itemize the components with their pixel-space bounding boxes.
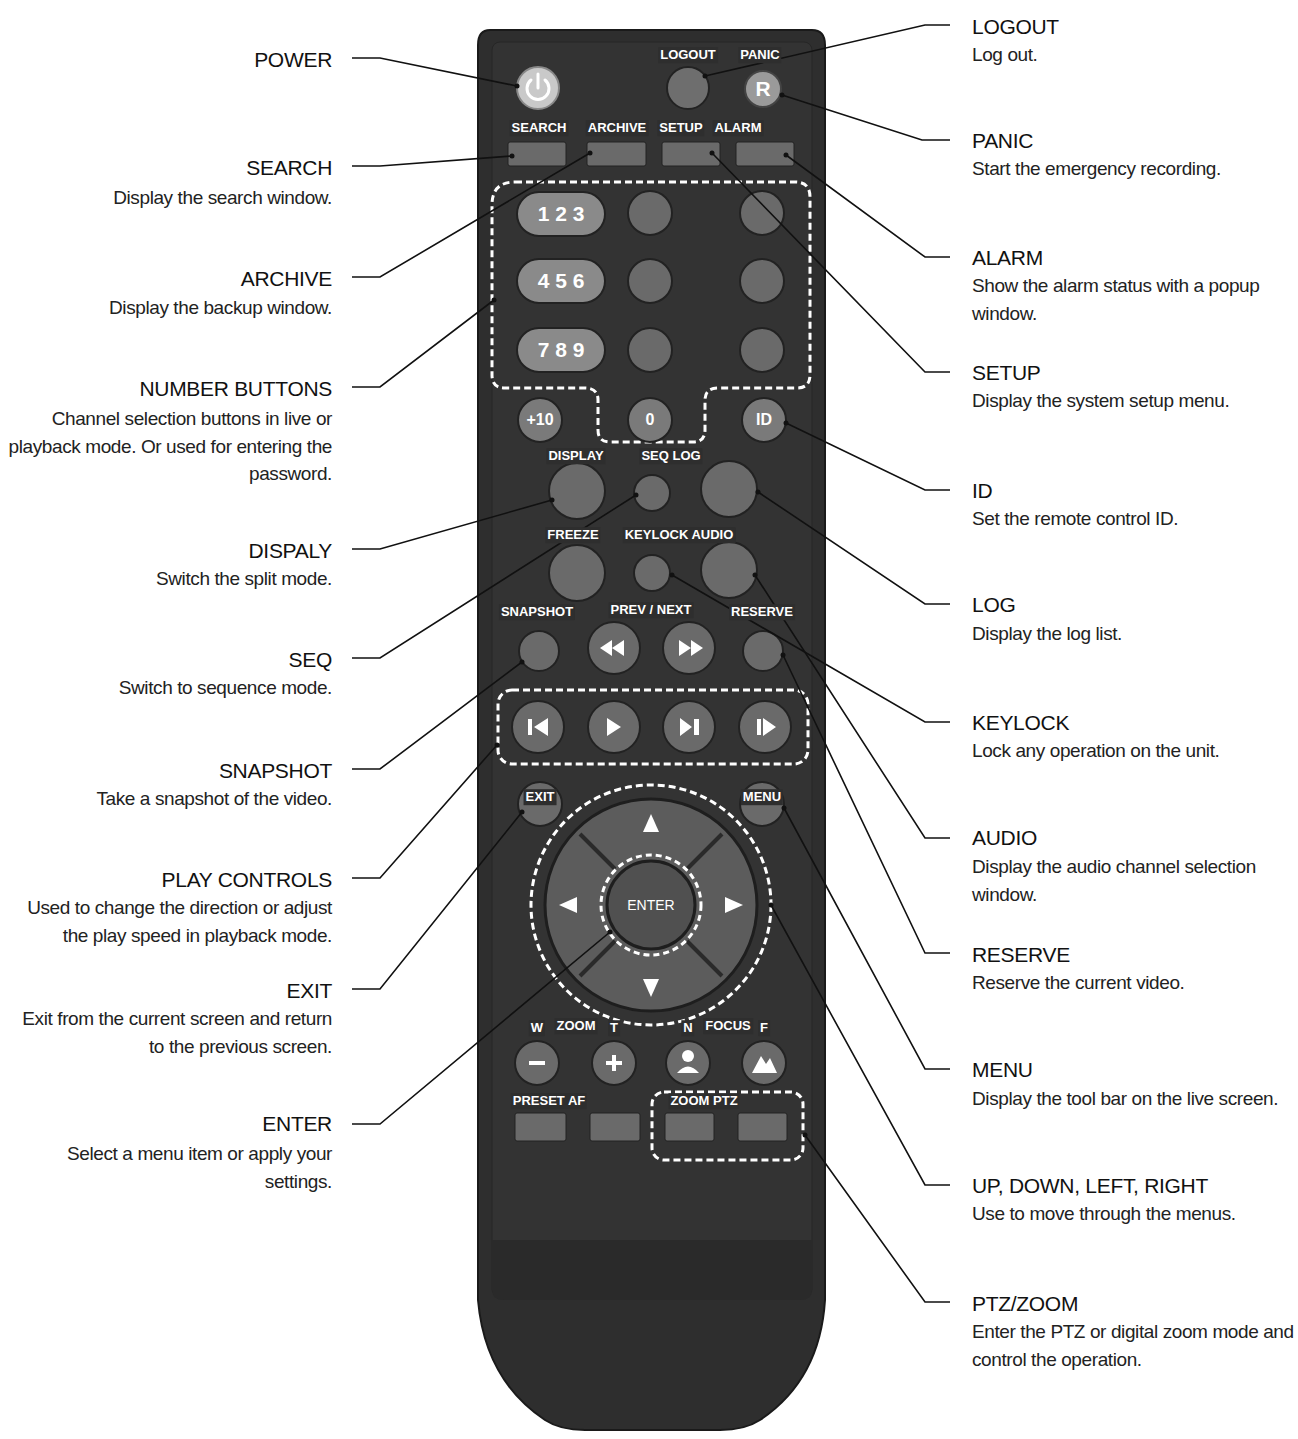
button-label: FREEZE bbox=[545, 527, 600, 543]
callout-description: Use to move through the menus. bbox=[972, 1200, 1294, 1228]
button-label: N bbox=[681, 1020, 694, 1036]
callout-title: ARCHIVE bbox=[4, 265, 332, 292]
button-number: 1 2 3 bbox=[538, 202, 585, 226]
callout-description: Display the audio channel selection wind… bbox=[972, 853, 1294, 908]
button-label: 0 bbox=[646, 411, 655, 429]
callout-description: Enter the PTZ or digital zoom mode and c… bbox=[972, 1318, 1294, 1373]
button-label: ZOOM PTZ bbox=[668, 1093, 739, 1109]
callout-title: KEYLOCK bbox=[972, 709, 1294, 736]
button-label: MENU bbox=[741, 789, 783, 805]
callout-description: Display the backup window. bbox=[4, 294, 332, 322]
callout-title: PLAY CONTROLS bbox=[4, 866, 332, 893]
button-label: PREV / NEXT bbox=[609, 602, 694, 618]
callout-description: Select a menu item or apply your setting… bbox=[4, 1140, 332, 1195]
callout-description: Channel selection buttons in live or pla… bbox=[4, 405, 332, 488]
callout-title: RESERVE bbox=[972, 941, 1294, 968]
button-label: PANIC bbox=[738, 47, 781, 63]
button-label: RESERVE bbox=[729, 604, 795, 620]
button-label: W bbox=[529, 1020, 545, 1036]
callout-title: POWER bbox=[4, 46, 332, 73]
callout-description: Set the remote control ID. bbox=[972, 505, 1294, 533]
callout-title: SEARCH bbox=[4, 154, 332, 181]
callout-title: PANIC bbox=[972, 127, 1294, 154]
callout-description: Start the emergency recording. bbox=[972, 155, 1294, 183]
callout-description: Display the search window. bbox=[4, 184, 332, 212]
callout-description: Show the alarm status with a popup windo… bbox=[972, 272, 1294, 327]
callout-title: NUMBER BUTTONS bbox=[4, 375, 332, 402]
button-label: SETUP bbox=[657, 120, 704, 136]
callout-description: Reserve the current video. bbox=[972, 969, 1294, 997]
button-number: 4 5 6 bbox=[538, 269, 585, 293]
callout-description: Display the system setup menu. bbox=[972, 387, 1294, 415]
button-label: ALARM bbox=[713, 120, 764, 136]
button-label: +10 bbox=[526, 411, 553, 429]
button-label: EXIT bbox=[524, 789, 557, 805]
callout-description: Lock any operation on the unit. bbox=[972, 737, 1294, 765]
button-label: SEQ LOG bbox=[639, 448, 702, 464]
button-number: 7 8 9 bbox=[538, 338, 585, 362]
button-label: SNAPSHOT bbox=[499, 604, 575, 620]
button-number: R bbox=[755, 77, 770, 101]
button-label: F bbox=[758, 1020, 770, 1036]
callout-title: ALARM bbox=[972, 244, 1294, 271]
callout-title: UP, DOWN, LEFT, RIGHT bbox=[972, 1172, 1294, 1199]
callout-title: ID bbox=[972, 477, 1294, 504]
callout-description: Take a snapshot of the video. bbox=[4, 785, 332, 813]
callout-title: EXIT bbox=[4, 977, 332, 1004]
button-label: DISPLAY bbox=[546, 448, 605, 464]
callout-title: AUDIO bbox=[972, 824, 1294, 851]
callout-title: SETUP bbox=[972, 359, 1294, 386]
button-label: ZOOM bbox=[555, 1018, 598, 1034]
callout-description: Exit from the current screen and return … bbox=[4, 1005, 332, 1060]
callout-title: ENTER bbox=[4, 1110, 332, 1137]
button-label: PRESET AF bbox=[511, 1093, 587, 1109]
button-label: T bbox=[608, 1020, 620, 1036]
callout-description: Switch the split mode. bbox=[4, 565, 332, 593]
callout-title: DISPALY bbox=[4, 537, 332, 564]
callout-description: Display the tool bar on the live screen. bbox=[972, 1085, 1294, 1113]
button-label: LOGOUT bbox=[658, 47, 718, 63]
button-label: ID bbox=[756, 411, 772, 429]
callout-description: Switch to sequence mode. bbox=[4, 674, 332, 702]
callout-title: SNAPSHOT bbox=[4, 757, 332, 784]
callout-title: PTZ/ZOOM bbox=[972, 1290, 1294, 1317]
callout-title: MENU bbox=[972, 1056, 1294, 1083]
callout-description: Display the log list. bbox=[972, 620, 1294, 648]
button-label: FOCUS bbox=[703, 1018, 753, 1034]
button-label: SEARCH bbox=[510, 120, 569, 136]
button-label: KEYLOCK AUDIO bbox=[623, 527, 736, 543]
callout-title: SEQ bbox=[4, 646, 332, 673]
button-label: ENTER bbox=[627, 897, 674, 913]
button-label: ARCHIVE bbox=[586, 120, 649, 136]
callout-title: LOGOUT bbox=[972, 13, 1294, 40]
callout-title: LOG bbox=[972, 591, 1294, 618]
callout-description: Used to change the direction or adjust t… bbox=[4, 894, 332, 949]
callout-description: Log out. bbox=[972, 41, 1294, 69]
